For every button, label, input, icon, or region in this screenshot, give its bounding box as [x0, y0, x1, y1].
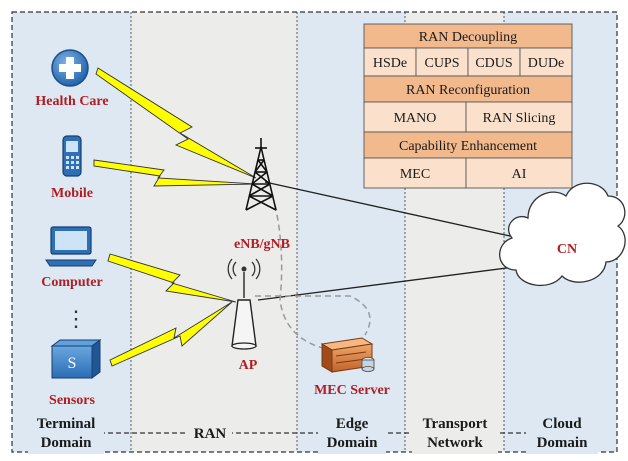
base-station-label: eNB/gNB: [234, 237, 290, 252]
decoupling-item-hsde: HSDe: [373, 56, 407, 71]
computer-icon: [45, 226, 97, 267]
capability-item-mec: MEC: [400, 167, 430, 182]
sensor-glyph: S: [68, 355, 77, 372]
lightning-mobile-enb: [93, 159, 257, 187]
ran-domain-bg: [131, 12, 297, 452]
transport-network-label-line1: Transport: [423, 416, 488, 432]
link-enb-to-mec: [274, 204, 331, 351]
transport-network-label-line2: Network: [427, 435, 483, 451]
computer-label: Computer: [41, 275, 102, 290]
mobile-phone-icon: [62, 135, 82, 177]
terminal-domain-label-line1: Terminal: [37, 416, 96, 432]
reconfiguration-item-mano: MANO: [394, 111, 437, 126]
cloud-domain-label-line1: Cloud: [542, 416, 582, 432]
ran-feature-table-text: RAN Decoupling HSDe CUPS CDUS DUDe RAN R…: [373, 30, 564, 182]
reconfiguration-cell-2: [465, 101, 573, 133]
wireless-links: [93, 67, 257, 367]
mec-server-icon: [320, 337, 375, 373]
mec-links: [255, 204, 371, 351]
terminal-domain-label-line2: Domain: [41, 435, 92, 451]
health-care-icon: [51, 49, 89, 87]
more-devices-ellipsis: ⋮: [65, 306, 87, 331]
access-point-label: AP: [239, 358, 258, 373]
mobile-label: Mobile: [51, 186, 93, 201]
sensor-icon: S: [50, 339, 102, 379]
core-network-cloud: [499, 182, 626, 286]
core-network-label: CN: [557, 242, 577, 257]
sensors-label: Sensors: [49, 393, 95, 408]
domain-labels: Terminal Domain RAN Edge Domain Transpor…: [28, 416, 598, 454]
lightning-healthcare-enb: [95, 67, 257, 179]
decoupling-cell-3: [467, 47, 521, 77]
reconfiguration-header: RAN Reconfiguration: [406, 83, 530, 98]
edge-domain-label-line2: Domain: [327, 435, 378, 451]
capability-item-ai: AI: [512, 167, 527, 182]
lightning-computer-ap: [107, 253, 237, 303]
edge-domain-label-line1: Edge: [336, 416, 369, 432]
capability-header: Capability Enhancement: [399, 139, 537, 154]
link-ap-to-mec: [255, 295, 371, 336]
ran-domain-label: RAN: [194, 426, 227, 442]
capability-cell-2: [465, 157, 573, 189]
decoupling-cell-1: [363, 47, 417, 77]
link-enb-to-cn: [264, 181, 529, 241]
decoupling-item-cdus: CDUS: [475, 56, 512, 71]
decoupling-item-dude: DUDe: [528, 56, 565, 71]
lightning-sensors-ap: [109, 301, 233, 367]
capability-header-cell: [363, 131, 573, 159]
access-point-icon: [227, 258, 261, 350]
capability-cell-1: [363, 157, 467, 189]
decoupling-header: RAN Decoupling: [419, 30, 517, 45]
ran-feature-table: [363, 23, 573, 189]
cloud-domain-label-line2: Domain: [537, 435, 588, 451]
decoupling-cell-4: [519, 47, 573, 77]
backhaul-links: [257, 181, 531, 301]
health-care-label: Health Care: [35, 94, 108, 109]
decoupling-item-cups: CUPS: [424, 56, 459, 71]
decoupling-header-cell: [363, 23, 573, 49]
cell-tower-icon: [245, 138, 277, 211]
mec-server-label: MEC Server: [314, 383, 390, 398]
link-ap-to-cn: [257, 264, 531, 301]
reconfiguration-item-slicing: RAN Slicing: [483, 111, 556, 126]
reconfiguration-cell-1: [363, 101, 467, 133]
decoupling-cell-2: [415, 47, 469, 77]
